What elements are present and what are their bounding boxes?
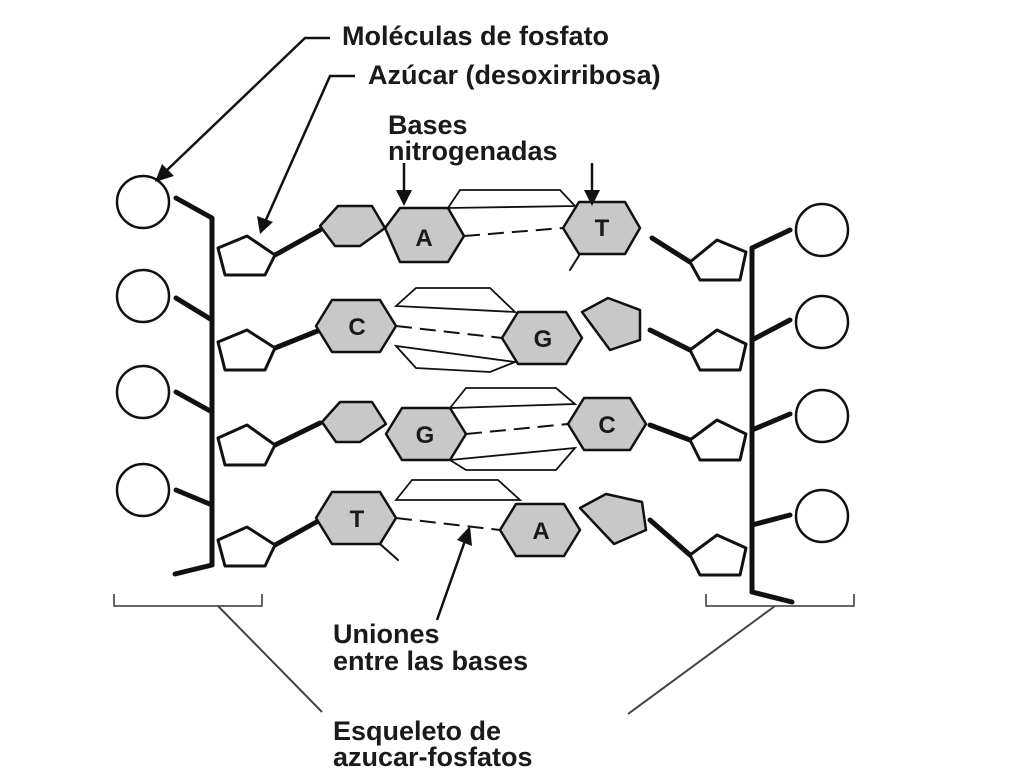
sugar-pentagon bbox=[216, 328, 277, 372]
phosphate-arrowhead bbox=[155, 164, 174, 182]
bonds-label-line2: entre las bases bbox=[333, 646, 528, 676]
sugar-label: Azúcar (desoxirribosa) bbox=[368, 60, 661, 90]
backbone-left-leader bbox=[217, 605, 323, 713]
base-hexagon-right bbox=[566, 396, 648, 452]
backbone-label-line1: Esqueleto de bbox=[333, 716, 501, 746]
backbone-label-line2: azucar-fosfatos bbox=[333, 742, 533, 768]
phosphate-circle bbox=[794, 488, 850, 544]
phosphate-circle bbox=[115, 364, 171, 420]
base-hexagon-right bbox=[498, 502, 582, 558]
base-pair-3: G C bbox=[320, 387, 648, 471]
base-left-label: A bbox=[415, 225, 432, 252]
phosphate-circle bbox=[115, 268, 171, 324]
base-pair-4: T A bbox=[314, 479, 648, 561]
bases-label-line1: Bases bbox=[388, 110, 468, 140]
sugar-pentagon bbox=[688, 533, 748, 577]
right-backbone-bracket bbox=[705, 594, 855, 607]
base-pair-1: A T bbox=[318, 189, 642, 271]
phosphate-leader bbox=[164, 36, 330, 173]
bases-left-arrowhead bbox=[396, 190, 412, 206]
bond-ring bbox=[394, 479, 523, 501]
sugar-leader bbox=[263, 74, 355, 223]
phosphate-circle bbox=[115, 174, 171, 230]
sugar-arrowhead bbox=[257, 216, 273, 234]
left-backbone-bracket bbox=[113, 594, 263, 607]
phosphate-circle bbox=[115, 462, 171, 518]
phosphates bbox=[115, 174, 850, 544]
base-left-label: G bbox=[416, 422, 435, 449]
base-right-label: A bbox=[532, 518, 549, 545]
purine-pentagon bbox=[318, 204, 387, 248]
phosphate-circle bbox=[794, 202, 850, 258]
base-hexagon-right bbox=[500, 310, 584, 366]
bases-right-arrowhead bbox=[584, 190, 600, 206]
hydrogen-bond bbox=[463, 227, 564, 237]
base-right-label: T bbox=[595, 215, 610, 242]
sugar-pentagon bbox=[216, 525, 277, 568]
right-sugars bbox=[688, 238, 748, 577]
base-pair-2: C G bbox=[314, 287, 642, 373]
purine-pentagon bbox=[580, 296, 642, 352]
base-right-label: C bbox=[598, 412, 615, 439]
bonds-arrowhead bbox=[457, 526, 472, 546]
sugar-pentagon bbox=[216, 234, 277, 277]
sugar-pentagon bbox=[688, 418, 748, 462]
base-right-label: G bbox=[534, 326, 553, 353]
bond-ring bbox=[448, 387, 578, 409]
bond-ring bbox=[446, 189, 578, 209]
bond-ring bbox=[447, 446, 578, 471]
purine-pentagon bbox=[320, 400, 388, 444]
left-backbone bbox=[172, 195, 323, 577]
phosphate-label: Moléculas de fosfato bbox=[342, 21, 609, 51]
base-left-label: T bbox=[350, 506, 365, 533]
right-backbone bbox=[647, 227, 795, 605]
base-left-label: C bbox=[348, 314, 365, 341]
hydrogen-bond bbox=[395, 325, 503, 339]
hydrogen-bond bbox=[465, 423, 569, 435]
sugar-pentagon bbox=[688, 328, 748, 372]
phosphate-circle bbox=[794, 294, 850, 350]
bonds-leader bbox=[435, 537, 468, 621]
purine-pentagon bbox=[578, 492, 648, 546]
phosphate-circle bbox=[794, 388, 850, 444]
leader-lines bbox=[155, 36, 776, 715]
left-sugars bbox=[216, 234, 277, 568]
bond-ring bbox=[393, 344, 519, 373]
bases-label-line2: nitrogenadas bbox=[388, 136, 558, 166]
bond-ring bbox=[393, 287, 518, 314]
sugar-pentagon bbox=[216, 423, 277, 467]
hydrogen-bond bbox=[395, 517, 501, 531]
backbone-right-leader bbox=[627, 605, 776, 715]
sugar-pentagon bbox=[688, 238, 748, 282]
bonds-label-line1: Uniones bbox=[333, 619, 440, 649]
